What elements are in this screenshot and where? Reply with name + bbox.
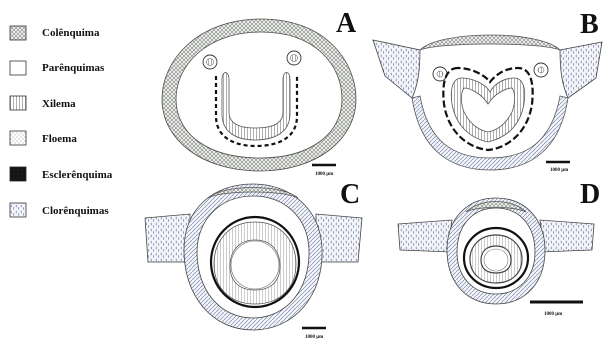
legend-label-xilema: Xilema bbox=[42, 98, 76, 110]
legend-label-esclerenquima: Esclerênquima bbox=[42, 169, 113, 181]
panel-a-scale-bar: 1000 µm bbox=[312, 165, 336, 177]
panel-c-scale-bar: 1000 µm bbox=[302, 328, 326, 340]
legend-item-parenquima: Parênquimas bbox=[10, 61, 105, 75]
panel-b-wing-right bbox=[560, 42, 602, 98]
panel-b-xylem-band bbox=[451, 78, 524, 142]
legend-label-clorenquima: Clorênquimas bbox=[42, 205, 109, 217]
panel-b: B 1000 µm bbox=[373, 9, 602, 173]
legend-label-parenquima: Parênquimas bbox=[42, 62, 105, 74]
panel-a-bundle-left bbox=[203, 55, 217, 69]
legend-swatch-floema bbox=[10, 131, 26, 145]
panel-d-pith bbox=[484, 249, 508, 271]
panel-d: D 1000 µm bbox=[398, 179, 600, 317]
legend-item-floema: Floema bbox=[10, 131, 77, 145]
legend-label-floema: Floema bbox=[42, 133, 77, 145]
panel-a: A 1000 µm bbox=[162, 8, 357, 177]
legend-swatch-clorenquima bbox=[10, 203, 26, 217]
legend-item-xilema: Xilema bbox=[10, 96, 76, 110]
legend-item-colenquima: Colênquima bbox=[10, 26, 100, 40]
panel-b-collenchyma-top bbox=[420, 35, 560, 50]
legend-swatch-colenquima bbox=[10, 26, 26, 40]
panel-b-bundle-right bbox=[534, 63, 548, 77]
legend-swatch-esclerenquima bbox=[10, 167, 26, 181]
panel-b-bundle-left bbox=[433, 67, 447, 81]
panel-a-collenchyma-ring bbox=[162, 19, 356, 171]
legend-label-colenquima: Colênquima bbox=[42, 27, 100, 39]
panel-a-xylem-band bbox=[222, 73, 290, 141]
panel-d-wing-left bbox=[398, 220, 452, 252]
legend: Colênquima Parênquimas Xilema Floema Esc… bbox=[10, 26, 113, 217]
legend-item-esclerenquima: Esclerênquima bbox=[10, 167, 113, 181]
panel-c-scale-label: 1000 µm bbox=[305, 335, 324, 340]
legend-item-clorenquima: Clorênquimas bbox=[10, 203, 109, 217]
panel-b-scale-bar: 1000 µm bbox=[546, 162, 570, 173]
panel-c-pith bbox=[231, 241, 279, 289]
panel-d-scale-label: 1000 µm bbox=[544, 312, 563, 317]
panel-d-wing-right bbox=[540, 220, 594, 252]
panel-d-scale-bar: 1000 µm bbox=[530, 302, 583, 317]
panel-a-letter: A bbox=[336, 8, 357, 39]
panel-c: C 1000 µm bbox=[145, 179, 362, 340]
panel-b-scale-label: 1000 µm bbox=[550, 168, 569, 173]
legend-swatch-xilema bbox=[10, 96, 26, 110]
panel-a-bundle-right bbox=[287, 51, 301, 65]
panel-b-wing-left bbox=[373, 40, 420, 98]
panel-a-scale-label: 1000 µm bbox=[315, 172, 334, 177]
panel-d-letter: D bbox=[580, 179, 600, 210]
panel-b-letter: B bbox=[580, 9, 599, 40]
legend-swatch-parenquima bbox=[10, 61, 26, 75]
panel-c-letter: C bbox=[340, 179, 360, 210]
